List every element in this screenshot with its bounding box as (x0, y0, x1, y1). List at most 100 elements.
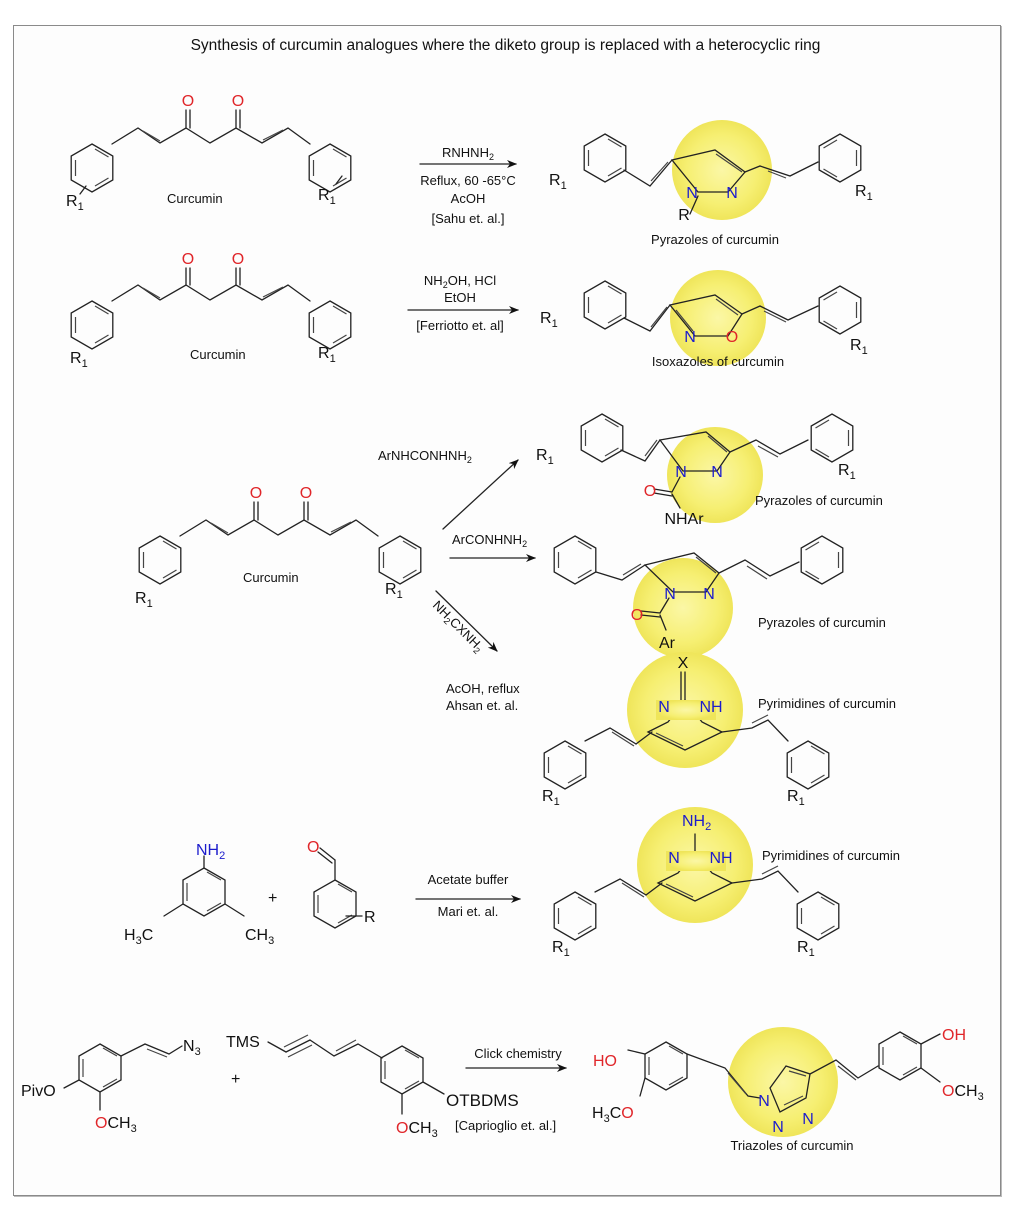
r1-label: R1 (797, 939, 815, 959)
plus-sign: + (231, 1071, 240, 1088)
ring-nh: NH (699, 699, 722, 716)
product-label: Pyrazoles of curcumin (758, 615, 886, 630)
n-substituent: NHAr (664, 511, 704, 528)
methoxy-group: OCH3 (95, 1115, 137, 1135)
carbonyl-oxygen: O (631, 607, 643, 624)
ring-nitrogen: N (802, 1111, 814, 1128)
condition: AcOH, reflux (446, 681, 520, 696)
reagent: ArNHCONHNH2 (378, 448, 472, 465)
amine-group: NH2 (682, 813, 711, 833)
reaction-4: NH2 H3C CH3 + O R Acetate buffer Mari et… (124, 807, 900, 959)
heterocycle-highlight (672, 120, 772, 220)
heterocycle-highlight (633, 558, 733, 658)
ring-nitrogen: N (711, 464, 723, 481)
reactant-label: Curcumin (243, 570, 299, 585)
curcumin-structure: O O Curcumin R1 R1 (66, 93, 352, 213)
reagent: EtOH (444, 290, 476, 305)
r1-label: R1 (850, 337, 868, 357)
amine-group: NH2 (196, 842, 225, 862)
ring-oxygen: O (726, 329, 738, 346)
r1-label: R1 (552, 939, 570, 959)
ring-nitrogen: N (675, 464, 687, 481)
reaction-5: N3 PivO OCH3 + TMS OTBDMS OCH3 [Capriogl… (21, 1027, 984, 1153)
reactant-label: Curcumin (190, 347, 246, 362)
plus-sign: + (268, 890, 277, 907)
reagent: Click chemistry (474, 1046, 562, 1061)
reagent: RNHNH2 (442, 145, 494, 162)
carbonyl-oxygen: O (232, 93, 244, 110)
r1-label: R1 (549, 172, 567, 192)
n-substituent: R (678, 207, 690, 224)
r1-label: R1 (838, 462, 856, 482)
r1-label: R1 (855, 183, 873, 203)
ring-nitrogen: N (684, 329, 696, 346)
ring-nitrogen: N (658, 699, 670, 716)
reagent: Acetate buffer (428, 872, 509, 887)
r1-label: R1 (787, 788, 805, 808)
hydroxyl-group: OH (942, 1027, 966, 1044)
pyrimidine-product-x: X N NH R1 R1 Pyrimidines of curcumin (542, 652, 896, 808)
heterocycle-highlight (728, 1027, 838, 1137)
product-label: Pyrazoles of curcumin (755, 493, 883, 508)
r1-label: R1 (318, 345, 336, 365)
reaction-arrow-down (435, 590, 498, 652)
product-label: Pyrazoles of curcumin (651, 232, 779, 247)
carbonyl-oxygen: O (644, 483, 656, 500)
reactant-label: Curcumin (167, 191, 223, 206)
product-label: Pyrimidines of curcumin (758, 696, 896, 711)
citation: [Ferriotto et. al] (416, 318, 503, 333)
pyrazole-product: N N R R1 R1 Pyrazoles of curcumin (549, 120, 873, 247)
r1-label: R1 (385, 581, 403, 601)
ring-nitrogen: N (686, 185, 698, 202)
figure-frame (13, 25, 1001, 1196)
r1-label: R1 (318, 187, 336, 207)
hydroxyl-group: HO (593, 1053, 617, 1070)
reaction-1: O O Curcumin R1 R1 RNHNH2 Reflux, 60 -65… (66, 93, 873, 247)
heterocycle-highlight (667, 427, 763, 523)
carbonyl-oxygen: O (182, 251, 194, 268)
condition: Reflux, 60 -65°C (420, 173, 516, 188)
citation: [Sahu et. al.] (432, 211, 505, 226)
product-label: Pyrimidines of curcumin (762, 848, 900, 863)
ring-nitrogen: N (664, 586, 676, 603)
isoxazole-product: N O R1 R1 Isoxazoles of curcumin (540, 270, 868, 369)
tms-enyne: TMS OTBDMS OCH3 (226, 1034, 519, 1140)
r-substituent: R (364, 909, 376, 926)
ring-nh: NH (709, 850, 732, 867)
acyl-substituent: Ar (659, 635, 676, 652)
reaction-2: O O Curcumin R1 R1 NH2OH, HCl EtOH [Ferr… (70, 251, 868, 370)
aminopyrimidine-product: NH2 N NH R1 R1 Pyrimidines of curcumin (552, 807, 900, 959)
tms-group: TMS (226, 1034, 260, 1051)
r1-label: R1 (542, 788, 560, 808)
pivaloyl-ester: PivO (21, 1083, 56, 1100)
pyrazole-product-carbamoyl: N N O NHAr R1 R1 Pyrazoles of curcumin (536, 413, 883, 528)
dimethylaniline: NH2 H3C CH3 (124, 842, 274, 947)
citation: Mari et. al. (438, 904, 499, 919)
r1-label: R1 (70, 350, 88, 370)
r1-label: R1 (540, 310, 558, 330)
methyl-group: CH3 (245, 927, 274, 947)
product-label: Triazoles of curcumin (730, 1138, 853, 1153)
condition: AcOH (451, 191, 486, 206)
ring-nitrogen: N (668, 850, 680, 867)
aldehyde-oxygen: O (307, 839, 319, 856)
vinyl-azide: N3 PivO OCH3 (21, 1038, 201, 1135)
citation: [Caprioglio et. al.] (455, 1118, 556, 1133)
benzaldehyde: O R (307, 839, 376, 929)
heterocycle-highlight (670, 270, 766, 366)
methoxy-group: H3CO (592, 1105, 634, 1125)
ring-substituent-x: X (678, 655, 689, 672)
silyl-ether: OTBDMS (446, 1091, 519, 1110)
triazole-product: HO H3CO N N N OH OCH3 Triazoles of curcu… (592, 1027, 984, 1153)
reaction-3: O O Curcumin R1 R1 ArNHCONHNH2 ArCONHNH2… (135, 413, 896, 808)
ring-nitrogen: N (703, 586, 715, 603)
citation: Ahsan et. al. (446, 698, 518, 713)
reagent: NH2OH, HCl (424, 273, 496, 290)
methoxy-group: OCH3 (942, 1083, 984, 1103)
pyrazole-product-acyl: N N O Ar Pyrazoles of curcumin (553, 535, 886, 658)
reagent: ArCONHNH2 (452, 532, 527, 549)
methyl-group: H3C (124, 927, 153, 947)
carbonyl-oxygen: O (300, 485, 312, 502)
carbonyl-oxygen: O (232, 251, 244, 268)
r1-label: R1 (135, 590, 153, 610)
